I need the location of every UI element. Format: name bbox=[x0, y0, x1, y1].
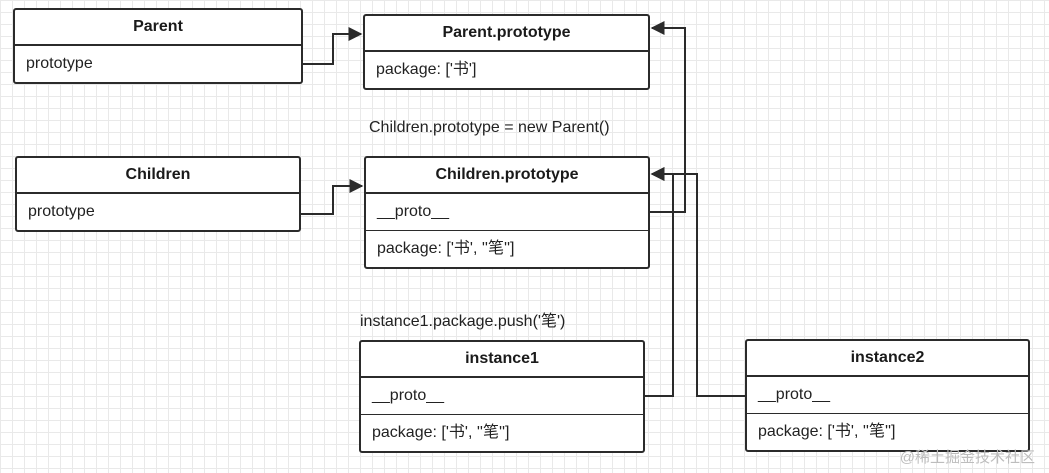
instance2-package-field: package: ['书', ''笔''] bbox=[747, 413, 1028, 449]
push-call-note: instance1.package.push('笔') bbox=[360, 313, 566, 330]
parent-to-parent-prototype-arrow bbox=[303, 27, 363, 65]
instance1-title: instance1 bbox=[361, 342, 643, 378]
instance1-package-field: package: ['书', ''笔''] bbox=[361, 414, 643, 450]
children-to-children-prototype-arrow bbox=[301, 179, 364, 215]
children-prototype-assignment-note: Children.prototype = new Parent() bbox=[369, 119, 610, 136]
instance2-proto-to-children-prototype-arrow bbox=[650, 167, 745, 397]
children-prototype-proto-field: __proto__ bbox=[377, 203, 450, 220]
instance1-proto-field: __proto__ bbox=[372, 387, 445, 404]
children-prototype-proto-to-parent-prototype-arrow bbox=[650, 21, 686, 213]
children-title: Children bbox=[17, 158, 299, 194]
parent-title: Parent bbox=[15, 10, 301, 46]
parent-prototype-field: prototype bbox=[26, 55, 93, 72]
children-prototype-box: Children.prototype __proto__ package: ['… bbox=[364, 156, 650, 269]
children-prototype-package-field: package: ['书', ''笔''] bbox=[366, 230, 648, 266]
instance1-proto-to-children-prototype-arrow bbox=[645, 167, 674, 397]
parent-prototype-title: Parent.prototype bbox=[365, 16, 648, 52]
parent-prototype-box: Parent.prototype package: ['书'] bbox=[363, 14, 650, 90]
parent-box: Parent prototype bbox=[13, 8, 303, 84]
instance1-box: instance1 __proto__ package: ['书', ''笔''… bbox=[359, 340, 645, 453]
instance2-title: instance2 bbox=[747, 341, 1028, 377]
watermark: @稀土掘金技术社区 bbox=[899, 449, 1035, 466]
children-box: Children prototype bbox=[15, 156, 301, 232]
children-prototype-field: prototype bbox=[28, 203, 95, 220]
children-prototype-title: Children.prototype bbox=[366, 158, 648, 194]
instance2-proto-field: __proto__ bbox=[758, 386, 831, 403]
instance2-box: instance2 __proto__ package: ['书', ''笔''… bbox=[745, 339, 1030, 452]
parent-prototype-package-field: package: ['书'] bbox=[376, 61, 477, 78]
